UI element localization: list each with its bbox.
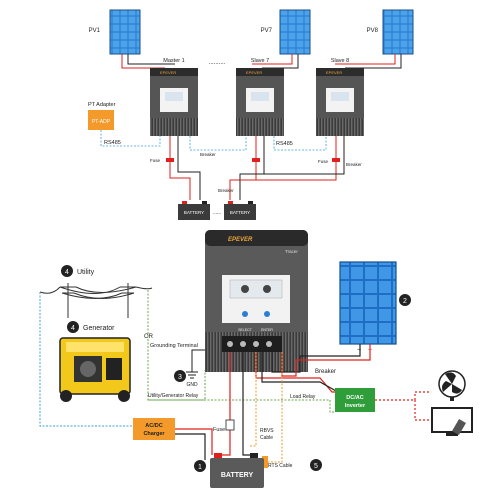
fan-icon bbox=[438, 370, 466, 401]
pv7-label: PV7 bbox=[261, 28, 273, 34]
rts-sensor bbox=[262, 456, 268, 468]
badge-1: 1 bbox=[194, 460, 206, 472]
generator-label: Generator bbox=[83, 325, 115, 332]
grounding-label: Grounding Terminal bbox=[150, 343, 198, 349]
enter-label: ENTER bbox=[261, 328, 273, 332]
badge-1-text: 1 bbox=[198, 464, 202, 471]
badge-2: 2 bbox=[399, 294, 411, 306]
top-battery-dots: ...... bbox=[213, 210, 221, 216]
rs485-links bbox=[100, 130, 327, 151]
badge-3-text: 3 bbox=[178, 374, 182, 381]
fuse-mark bbox=[225, 419, 235, 431]
rbvs-label: RBVS bbox=[260, 428, 274, 434]
main-battery: BATTERY bbox=[210, 453, 264, 488]
brand-logo: EPEVER bbox=[326, 70, 342, 75]
pv8-label: PV8 bbox=[367, 28, 379, 34]
main-solar-panel bbox=[339, 261, 397, 345]
utility-label: Utility bbox=[77, 269, 95, 276]
top-breaker-fuse-marks bbox=[166, 158, 340, 162]
top-battery-wires bbox=[169, 136, 345, 200]
main-battery-text: BATTERY bbox=[221, 472, 254, 479]
rs485-left-label: RS485 bbox=[104, 140, 121, 146]
inverter-line-2: Inverter bbox=[345, 403, 366, 409]
badge-4-utility: 4 bbox=[61, 265, 73, 277]
badge-3: 3 bbox=[174, 370, 186, 382]
top-breaker-label: Breaker bbox=[200, 152, 216, 157]
badge-5: 5 bbox=[310, 459, 322, 471]
top-battery-left: BATTERY bbox=[178, 201, 210, 220]
rbvs-cable bbox=[250, 352, 257, 447]
ac-output-lines bbox=[375, 391, 430, 421]
pt-adapter-label: PT Adapter bbox=[88, 102, 116, 108]
slave-8-controller: EPEVER bbox=[316, 68, 364, 136]
inverter-line-1: DC/AC bbox=[346, 395, 363, 401]
charger-line-2: Charger bbox=[143, 431, 165, 437]
select-label: SELECT bbox=[238, 328, 252, 332]
generator-icon bbox=[59, 337, 131, 402]
pt-adapter-text: PT-ADP bbox=[92, 119, 111, 125]
gnd-label: GND bbox=[186, 382, 198, 388]
tv-icon bbox=[431, 407, 473, 436]
charger-line-1: AC/DC bbox=[145, 423, 162, 429]
slave-7-controller: EPEVER bbox=[236, 68, 284, 136]
charger-wires bbox=[175, 428, 213, 460]
brand-logo: EPEVER bbox=[160, 70, 176, 75]
pv-wires bbox=[271, 344, 371, 377]
rts-cable bbox=[266, 352, 283, 463]
rbvs-cable-label: Cable bbox=[260, 435, 273, 441]
pv1-label: PV1 bbox=[89, 28, 101, 34]
badge-4-generator-text: 4 bbox=[71, 325, 75, 332]
badge-2-text: 2 bbox=[403, 298, 407, 305]
top-breaker-label-2: Breaker bbox=[346, 162, 362, 167]
main-model-label: Tracer bbox=[285, 249, 298, 254]
load-relay-label: Load Relay bbox=[290, 394, 316, 400]
rs485-right-label: RS485 bbox=[276, 141, 293, 147]
utility-generator-relay-lines bbox=[39, 290, 335, 427]
panel-minus: − bbox=[357, 347, 361, 354]
top-battery-left-text: BATTERY bbox=[184, 210, 204, 215]
utility-lines-icon bbox=[39, 283, 153, 318]
pv8-panel bbox=[382, 9, 414, 55]
top-battery-right-text: BATTERY bbox=[230, 210, 250, 215]
pv7-panel bbox=[279, 9, 311, 55]
utility-relay-label: Utility/Generator Relay bbox=[148, 393, 199, 399]
battery-wires bbox=[222, 352, 252, 456]
controller-dots: .......... bbox=[209, 60, 226, 66]
pv1-panel bbox=[109, 9, 141, 55]
top-fuse-label: Fuse bbox=[150, 158, 161, 163]
main-controller: EPEVER Tracer SELECT ENTER bbox=[205, 230, 308, 342]
top-battery-right: BATTERY bbox=[224, 201, 256, 220]
master-1-label: Master 1 bbox=[163, 58, 184, 64]
slave-7-label: Slave 7 bbox=[251, 58, 269, 64]
master-1-controller: EPEVER bbox=[150, 68, 198, 136]
ground-wire bbox=[186, 349, 205, 379]
top-breaker-label-3: Breaker bbox=[218, 188, 234, 193]
main-brand-logo: EPEVER bbox=[228, 237, 253, 243]
fuse-label: Fuse bbox=[213, 427, 225, 433]
pt-adapter-box: PT-ADP bbox=[88, 110, 114, 130]
or-label: OR bbox=[144, 334, 154, 340]
brand-logo: EPEVER bbox=[246, 70, 262, 75]
breaker-label: Breaker bbox=[315, 369, 336, 375]
rts-cable-label: RTS Cable bbox=[268, 463, 293, 469]
badge-4-utility-text: 4 bbox=[65, 269, 69, 276]
badge-4-generator: 4 bbox=[67, 321, 79, 333]
ac-dc-charger: AC/DC Charger bbox=[133, 418, 175, 440]
dc-ac-inverter: DC/AC Inverter bbox=[335, 388, 375, 412]
top-fuse-label-2: Fuse bbox=[318, 159, 329, 164]
badge-5-text: 5 bbox=[314, 463, 318, 470]
slave-8-label: Slave 8 bbox=[331, 58, 349, 64]
